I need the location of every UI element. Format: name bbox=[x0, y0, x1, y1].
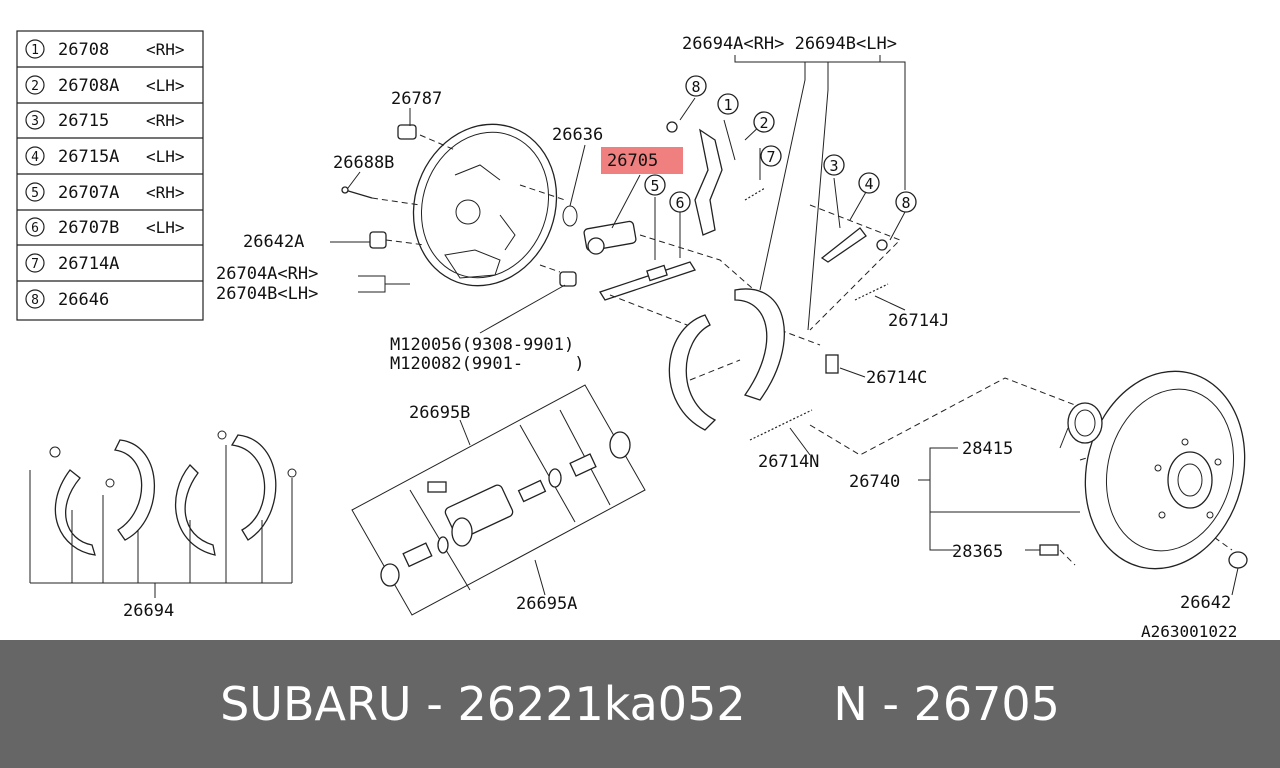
label-26787: 26787 bbox=[391, 89, 442, 109]
cap-26642 bbox=[1228, 551, 1248, 569]
label-26714c: 26714C bbox=[866, 368, 927, 388]
shoe-rear bbox=[734, 288, 785, 401]
spring-26714a bbox=[744, 187, 766, 201]
legend-num-6: 6 bbox=[31, 221, 39, 236]
washer-26646-left bbox=[666, 121, 678, 133]
legend-code-5: 26707A bbox=[58, 183, 119, 203]
label-28415: 28415 bbox=[962, 439, 1013, 459]
callout-5: 5 bbox=[650, 177, 659, 195]
cap-26642a bbox=[369, 231, 387, 249]
bolt-26787 bbox=[397, 124, 417, 140]
spring-26714n bbox=[749, 409, 813, 441]
label-26714n: 26714N bbox=[758, 452, 819, 472]
legend-code-1: 26708 bbox=[58, 40, 109, 60]
wheel-cylinder-26705 bbox=[583, 220, 637, 255]
legend-num-4: 4 bbox=[31, 150, 39, 165]
washer-26646 bbox=[876, 239, 888, 251]
label-26714j: 26714J bbox=[888, 311, 949, 331]
legend-code-7: 26714A bbox=[58, 254, 119, 274]
legend-code-8: 26646 bbox=[58, 290, 109, 310]
legend-side-3: <RH> bbox=[146, 111, 185, 130]
label-26688b: 26688B bbox=[333, 153, 394, 173]
footer-bar: SUBARU - 26221ka052 N - 26705 bbox=[0, 640, 1280, 768]
label-26694a-b: 26694A<RH> 26694B<LH> bbox=[682, 34, 897, 54]
legend-num-3: 3 bbox=[31, 114, 39, 129]
small-hardware bbox=[341, 124, 696, 301]
callout-7: 7 bbox=[766, 148, 775, 166]
bolt-m120056 bbox=[559, 271, 577, 287]
callout-6: 6 bbox=[675, 194, 684, 212]
legend-side-2: <LH> bbox=[146, 76, 185, 95]
backing-plate bbox=[412, 123, 558, 287]
label-26642: 26642 bbox=[1180, 593, 1231, 613]
spring-26714j bbox=[854, 283, 889, 301]
legend-num-8: 8 bbox=[31, 293, 39, 308]
legend-code-2: 26708A bbox=[58, 76, 119, 96]
legend-side-1: <RH> bbox=[146, 40, 185, 59]
label-26704a: 26704A<RH> bbox=[216, 264, 318, 284]
legend-side-6: <LH> bbox=[146, 218, 185, 237]
legend-num-2: 2 bbox=[31, 79, 39, 94]
legend-side-4: <LH> bbox=[146, 147, 185, 166]
callout-2: 2 bbox=[759, 114, 768, 132]
label-26740: 26740 bbox=[849, 472, 900, 492]
exploded-view-svg: 1 26708 <RH> 2 26708A <LH> 3 26715 <RH> … bbox=[16, 30, 1248, 641]
callout-8-right: 8 bbox=[901, 194, 910, 212]
label-28365: 28365 bbox=[952, 542, 1003, 562]
label-26636: 26636 bbox=[552, 125, 603, 145]
callout-1: 1 bbox=[723, 96, 732, 114]
wheel-cylinder-kit bbox=[351, 384, 646, 616]
leader-lines bbox=[330, 55, 1239, 596]
parking-lever bbox=[694, 128, 723, 236]
label-26694: 26694 bbox=[123, 601, 174, 621]
label-26642a: 26642A bbox=[243, 232, 304, 252]
legend-code-3: 26715 bbox=[58, 111, 109, 131]
part-labels: 26694A<RH> 26694B<LH> 26787 26636 26705 … bbox=[123, 34, 1237, 641]
o-ring-26636 bbox=[562, 205, 578, 227]
label-26695a: 26695A bbox=[516, 594, 577, 614]
legend-code-6: 26707B bbox=[58, 218, 119, 238]
label-26705: 26705 bbox=[607, 151, 658, 171]
callout-8-left: 8 bbox=[691, 78, 700, 96]
callout-4: 4 bbox=[864, 175, 873, 193]
legend-num-1: 1 bbox=[31, 43, 39, 58]
diagram-code: A263001022 bbox=[1141, 622, 1237, 640]
hub bbox=[1167, 451, 1213, 509]
legend-table: 1 26708 <RH> 2 26708A <LH> 3 26715 <RH> … bbox=[16, 30, 204, 321]
highlight-26705 bbox=[601, 147, 683, 174]
brake-drum bbox=[1039, 370, 1248, 570]
shoe-set-26694 bbox=[29, 430, 297, 598]
legend-num-7: 7 bbox=[31, 257, 39, 272]
parts-diagram: 1 26708 <RH> 2 26708A <LH> 3 26715 <RH> … bbox=[16, 30, 1248, 641]
pin-26688b bbox=[344, 189, 373, 199]
label-m120056: M120056(9308-9901) bbox=[390, 335, 574, 355]
lever-26715 bbox=[820, 227, 867, 263]
bolt-28365 bbox=[1039, 544, 1059, 556]
label-m120082: M120082(9901- ) bbox=[390, 354, 584, 374]
seal-28415 bbox=[1067, 402, 1103, 444]
clip-26714c bbox=[825, 354, 839, 374]
brake-shoes-assembly bbox=[666, 121, 889, 441]
shoe-front bbox=[668, 314, 717, 431]
footer-part-info: SUBARU - 26221ka052 N - 26705 bbox=[220, 677, 1060, 731]
label-26695b: 26695B bbox=[409, 403, 470, 423]
legend-code-4: 26715A bbox=[58, 147, 119, 167]
adjuster-26704 bbox=[599, 261, 696, 301]
legend-num-5: 5 bbox=[31, 186, 39, 201]
callouts: 8 1 2 7 3 4 8 5 6 bbox=[644, 75, 917, 213]
legend-side-5: <RH> bbox=[146, 183, 185, 202]
callout-3: 3 bbox=[829, 157, 838, 175]
label-26704b: 26704B<LH> bbox=[216, 284, 318, 304]
